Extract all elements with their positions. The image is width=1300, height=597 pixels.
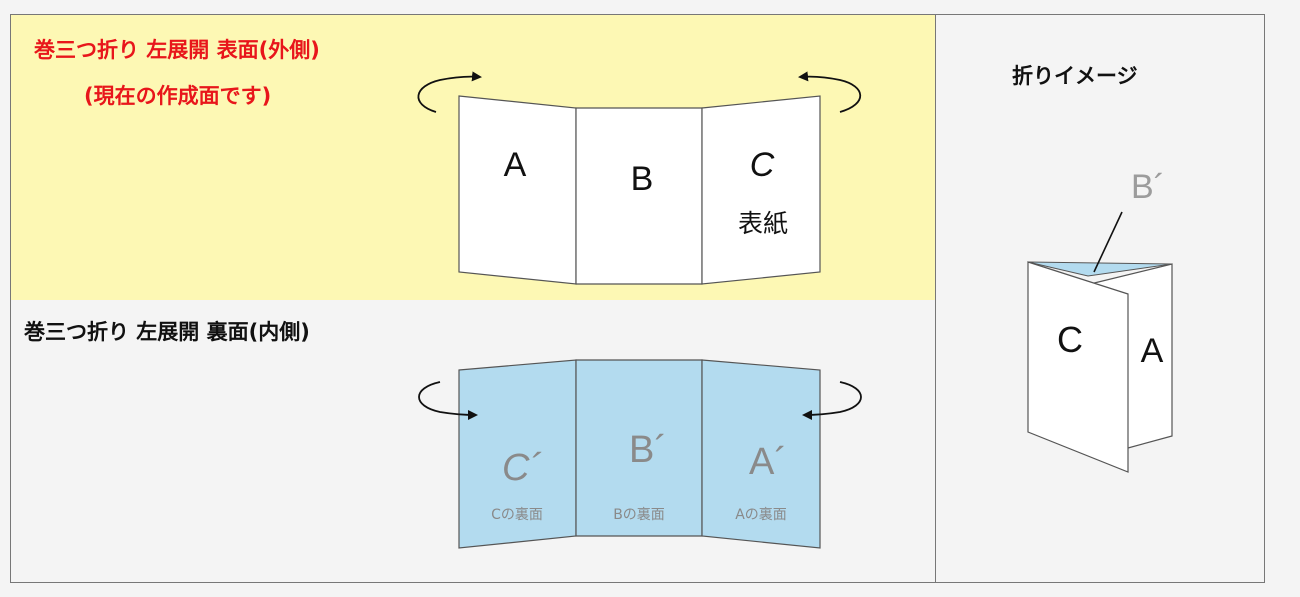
back-label-b: B´ xyxy=(629,429,667,471)
front-title: 巻三つ折り 左展開 表面(外側) xyxy=(34,38,320,62)
fold-inner-top xyxy=(1027,261,1173,277)
fold-left-label: C xyxy=(1057,319,1083,360)
front-panel-c xyxy=(701,95,821,285)
back-left-rotate-arrow xyxy=(418,381,478,420)
back-caption-a: Aの裏面 xyxy=(735,506,787,523)
fold-left-panel xyxy=(1027,261,1129,473)
fold-inner-label: B´ xyxy=(1131,168,1165,206)
front-label-a: A xyxy=(504,146,527,184)
back-title: 巻三つ折り 左展開 裏面(内側) xyxy=(24,320,310,344)
back-caption-c: Cの裏面 xyxy=(491,506,543,523)
fold-title: 折りイメージ xyxy=(1012,64,1138,88)
back-label-c: C´ xyxy=(502,447,542,489)
back-right-rotate-arrow xyxy=(802,381,862,420)
front-cover-label: 表紙 xyxy=(738,209,788,238)
back-trifold: C´ B´ A´ Cの裏面 Bの裏面 Aの裏面 xyxy=(418,359,862,549)
folded-trifold: B´ C A xyxy=(1027,168,1173,473)
fold-right-label: A xyxy=(1141,332,1164,370)
back-panel-a xyxy=(701,359,821,549)
front-trifold: A B C 表紙 xyxy=(417,71,861,285)
front-panel-a xyxy=(458,95,577,285)
fold-callout-line xyxy=(1093,211,1123,273)
front-label-c: C xyxy=(750,146,775,184)
back-label-a: A´ xyxy=(749,441,787,483)
front-right-rotate-arrow xyxy=(798,71,861,113)
front-left-rotate-arrow xyxy=(417,71,482,113)
front-subtitle: (現在の作成面です) xyxy=(84,84,272,108)
front-label-b: B xyxy=(631,160,654,198)
back-caption-b: Bの裏面 xyxy=(613,506,665,523)
